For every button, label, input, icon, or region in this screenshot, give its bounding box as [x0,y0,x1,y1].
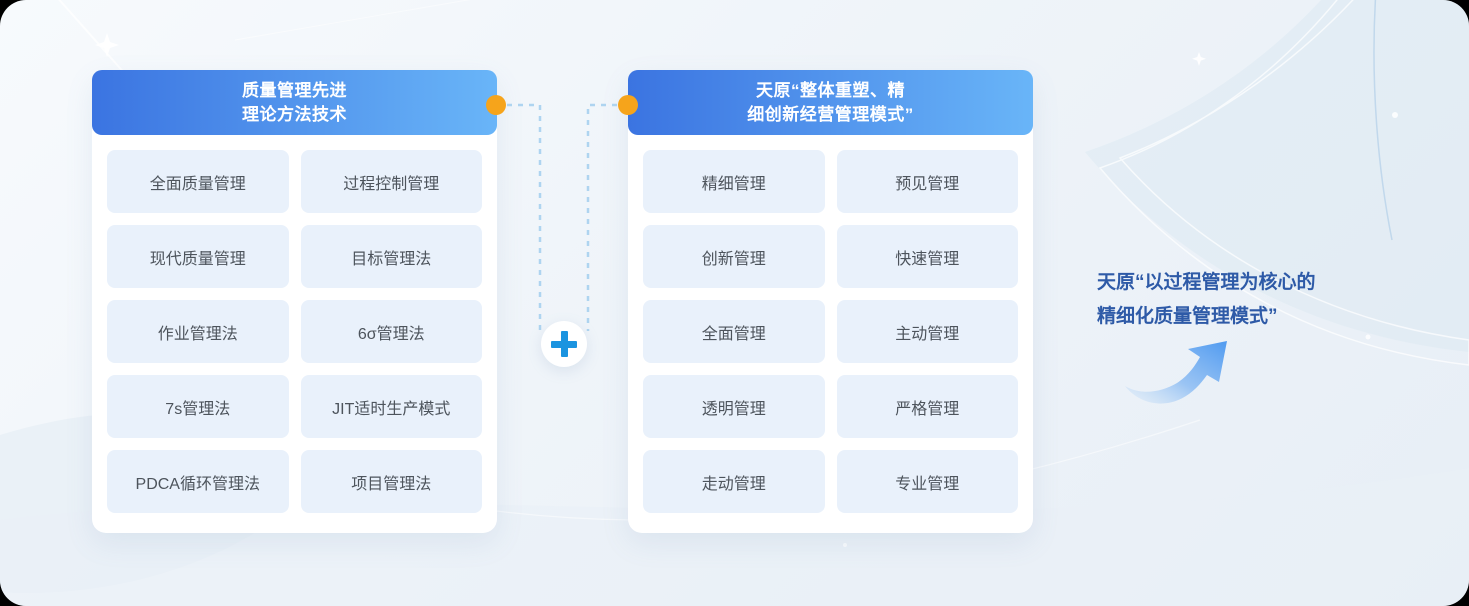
model-items-grid: 精细管理 预见管理 创新管理 快速管理 全面管理 主动管理 透明管理 严格管理 … [628,135,1033,533]
theory-item: 现代质量管理 [107,225,289,288]
theory-item: PDCA循环管理法 [107,450,289,513]
connector-dot-right [618,95,638,115]
theory-item: 过程控制管理 [300,150,482,213]
model-item: 快速管理 [836,225,1018,288]
model-panel: 天原“整体重塑、精 细创新经营管理模式” 精细管理 预见管理 创新管理 快速管理… [628,70,1033,533]
model-item: 全面管理 [643,300,825,363]
theory-panel: 质量管理先进 理论方法技术 全面质量管理 过程控制管理 现代质量管理 目标管理法… [92,70,497,533]
sparkle-icon [1192,52,1206,66]
sparkle-icon [95,33,119,57]
connector-dot-left [486,95,506,115]
theory-item: 7s管理法 [107,375,289,438]
connector-dashed-lines [496,103,628,331]
theory-panel-title-line2: 理论方法技术 [242,104,347,124]
model-panel-header: 天原“整体重塑、精 细创新经营管理模式” [628,70,1033,135]
swoosh-arrow-icon [1122,334,1240,415]
model-item: 专业管理 [836,450,1018,513]
theory-item: 全面质量管理 [107,150,289,213]
model-item: 创新管理 [643,225,825,288]
theory-item: 作业管理法 [107,300,289,363]
theory-panel-header: 质量管理先进 理论方法技术 [92,70,497,135]
conclusion-text: 天原“以过程管理为核心的 精细化质量管理模式” [1097,266,1377,334]
theory-items-grid: 全面质量管理 过程控制管理 现代质量管理 目标管理法 作业管理法 6σ管理法 7… [92,135,497,533]
plus-icon [551,331,577,357]
model-item: 严格管理 [836,375,1018,438]
model-item: 预见管理 [836,150,1018,213]
model-item: 主动管理 [836,300,1018,363]
theory-panel-title-line1: 质量管理先进 [242,80,347,100]
conclusion-line2: 精细化质量管理模式” [1097,306,1278,327]
theory-item: 项目管理法 [300,450,482,513]
model-item: 透明管理 [643,375,825,438]
theory-item: 6σ管理法 [300,300,482,363]
plus-badge [541,321,587,367]
conclusion-line1: 天原“以过程管理为核心的 [1097,272,1316,293]
model-item: 走动管理 [643,450,825,513]
model-item: 精细管理 [643,150,825,213]
theory-item: JIT适时生产模式 [300,375,482,438]
model-panel-title-line1: 天原“整体重塑、精 [756,80,905,100]
theory-item: 目标管理法 [300,225,482,288]
model-panel-title-line2: 细创新经营管理模式” [747,104,914,124]
